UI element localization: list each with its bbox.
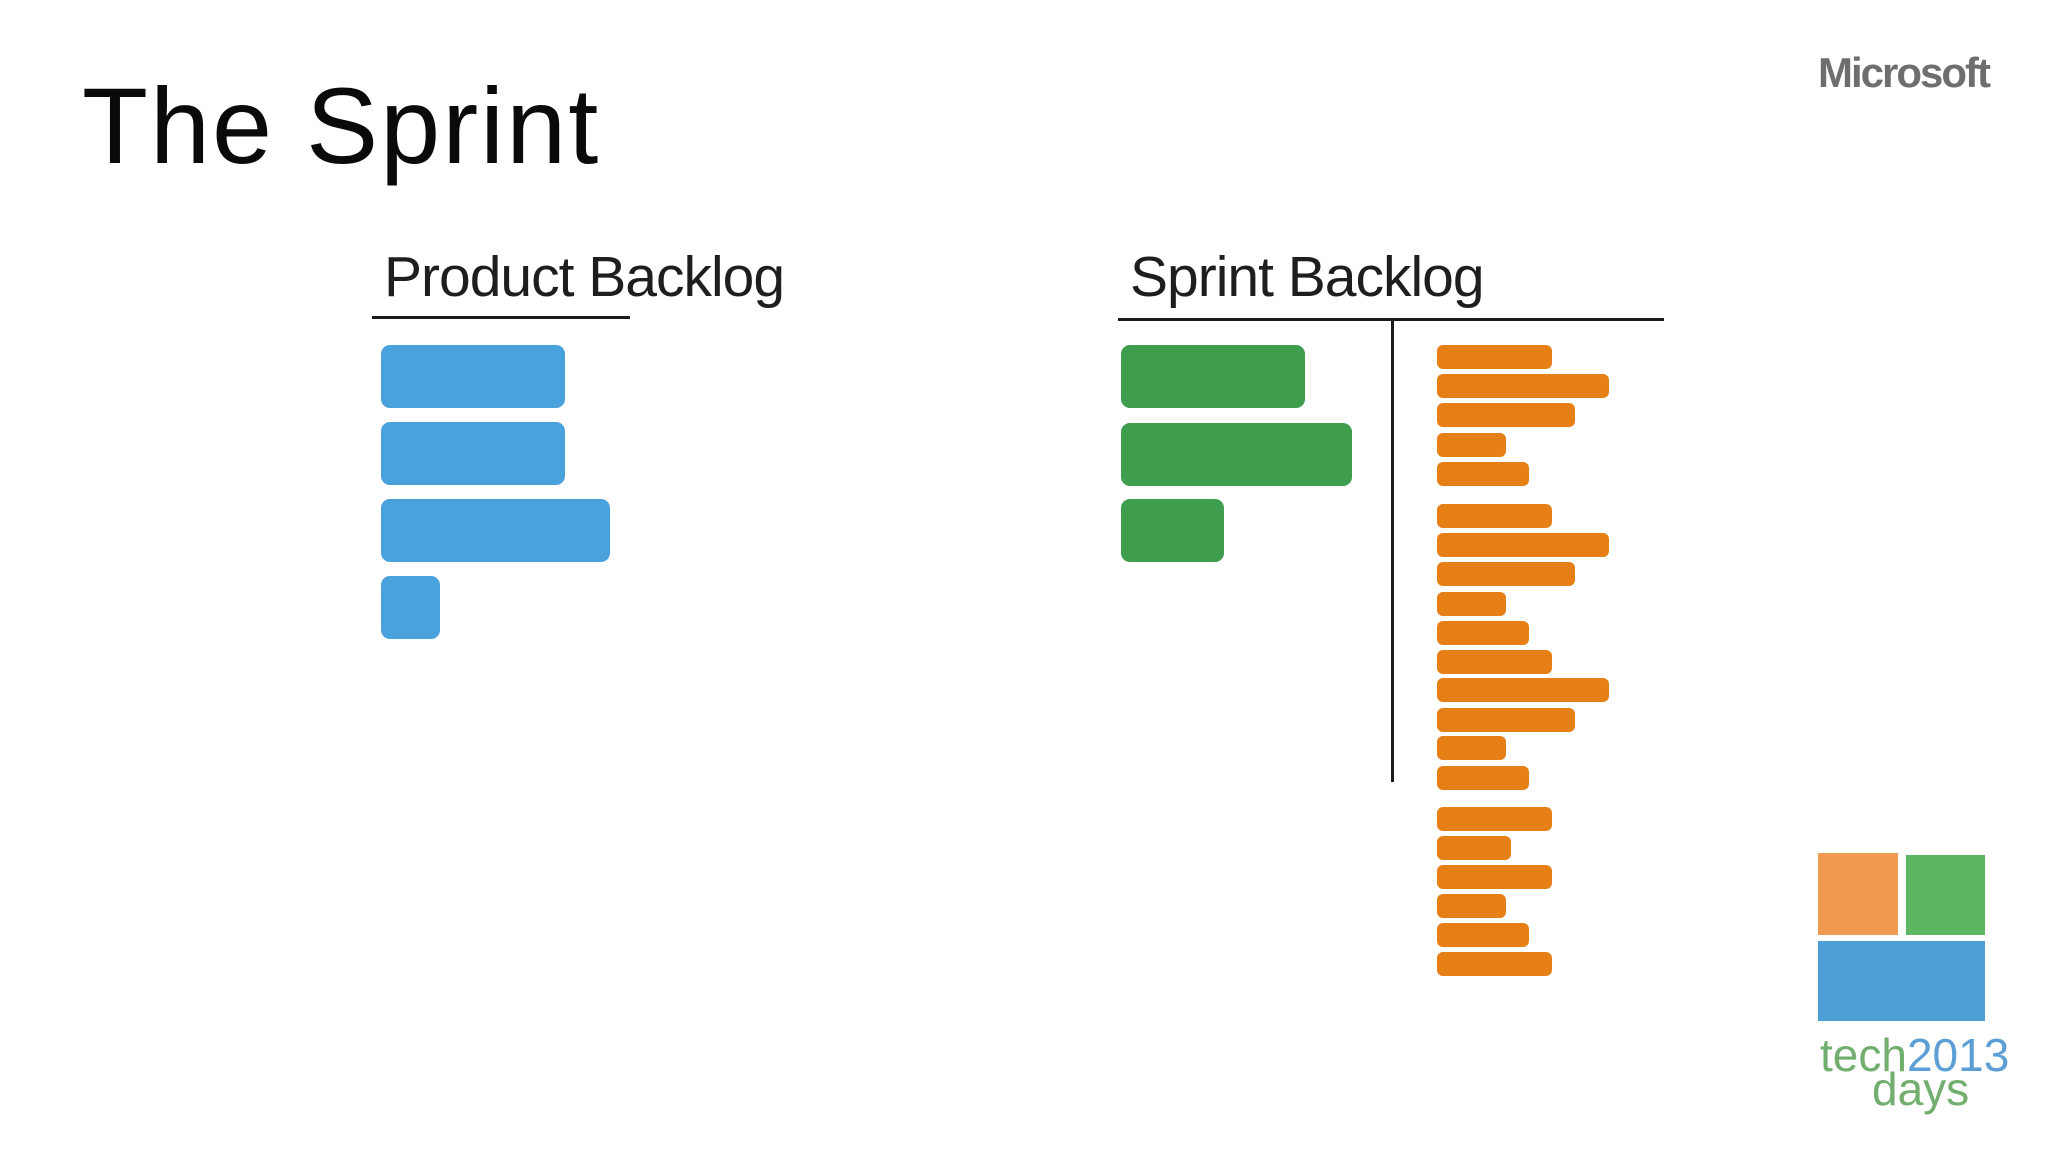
logo-text-days-line: days (1872, 1066, 1969, 1112)
sprint-task-bar (1437, 650, 1552, 674)
sprint-divider-line (1391, 318, 1394, 782)
sprint-task-bar (1437, 952, 1552, 976)
sprint-task-bar (1437, 894, 1506, 918)
sprint-committed-bar (1121, 423, 1352, 486)
logo-text-line1: tech2013 (1820, 1032, 2009, 1078)
logo-orange-square (1818, 853, 1898, 935)
product-backlog-bar (381, 576, 440, 639)
sprint-task-bar (1437, 462, 1529, 486)
logo-text-2013: 2013 (1906, 1029, 2010, 1081)
sprint-task-bar (1437, 807, 1552, 831)
sprint-committed-bar (1121, 499, 1224, 562)
sprint-task-bar (1437, 923, 1529, 947)
product-backlog-bar (381, 345, 565, 408)
sprint-task-bar (1437, 562, 1575, 586)
sprint-task-bar (1437, 766, 1529, 790)
sprint-task-bar (1437, 621, 1529, 645)
sprint-backlog-label: Sprint Backlog (1130, 245, 1485, 309)
sprint-task-bar (1437, 345, 1552, 369)
slide-title: The Sprint (82, 65, 601, 186)
product-backlog-underline (372, 316, 630, 319)
logo-text-days: days (1872, 1063, 1970, 1115)
sprint-task-bar (1437, 678, 1609, 702)
sprint-task-bar (1437, 433, 1506, 457)
sprint-task-bar (1437, 533, 1609, 557)
sprint-task-bar (1437, 836, 1511, 860)
sprint-task-bar (1437, 592, 1506, 616)
sprint-task-bar (1437, 374, 1609, 398)
sprint-task-bar (1437, 865, 1552, 889)
sprint-task-bar (1437, 403, 1575, 427)
logo-green-square (1906, 855, 1985, 935)
logo-blue-rect (1818, 941, 1985, 1021)
product-backlog-bar (381, 422, 565, 485)
product-backlog-bar (381, 499, 610, 562)
microsoft-wordmark: Microsoft (1818, 49, 1991, 96)
sprint-task-bar (1437, 736, 1506, 760)
product-backlog-label: Product Backlog (384, 245, 785, 309)
sprint-task-bar (1437, 708, 1575, 732)
sprint-committed-bar (1121, 345, 1305, 408)
logo-text-tech: tech (1820, 1029, 1907, 1081)
sprint-task-bar (1437, 504, 1552, 528)
